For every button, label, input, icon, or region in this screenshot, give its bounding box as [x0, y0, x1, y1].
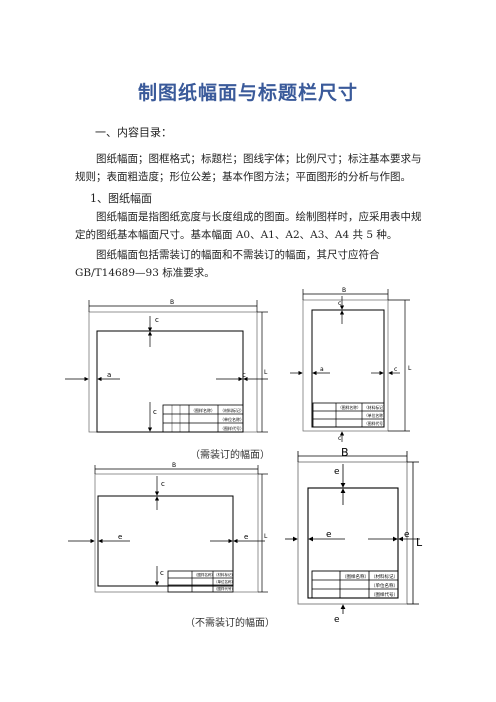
dim-a-label: a [107, 371, 111, 379]
binding-paragraph: 图纸幅面包括需装订的幅面和不需装订的幅面，其尺寸应符合 GB/T14689—93… [75, 249, 380, 279]
page-title: 制图纸幅面与标题栏尺寸 [137, 82, 358, 104]
caption-unbound: （不需装订的幅面） [185, 618, 275, 629]
title-block-text: （图样名称） [342, 573, 369, 580]
dim-e-label: e [334, 467, 340, 477]
dim-b-label: B [342, 287, 346, 294]
title-block-text: （材料标记） [364, 405, 387, 410]
dim-a-label: a [320, 366, 324, 373]
dim-c-label: c [338, 300, 341, 307]
figure-bound-landscape [65, 300, 268, 433]
section-heading: 一、内容目录： [95, 126, 172, 139]
figure-bound-portrait [290, 289, 410, 442]
dim-l-label: L [408, 365, 412, 372]
dim-l-label: L [264, 369, 268, 376]
caption-bound: （需装订的幅面） [190, 450, 270, 461]
title-block-text: （图样名称） [194, 572, 215, 577]
dim-c-label: c [160, 569, 164, 577]
dim-c-label: c [155, 316, 159, 324]
subsection-heading: 1、图纸幅面 [90, 192, 152, 205]
dim-c-label: c [242, 371, 246, 379]
dim-e-label: e [326, 530, 332, 540]
dim-l-label: L [416, 536, 423, 549]
dim-e-label: e [118, 533, 122, 541]
title-block-text: （图样代号） [220, 425, 244, 431]
title-block-text: （图样代号） [371, 591, 398, 598]
dim-l-label: L [264, 533, 268, 540]
sizes-paragraph: 图纸幅面是指图纸宽度与长度组成的图面。绘制图样时，应采用表中规定的图纸基本幅面尺… [75, 211, 422, 241]
title-block-text: （图样名称） [191, 407, 215, 413]
title-block-text: （图样代号） [364, 421, 387, 426]
title-block-text: （单位名称） [220, 416, 244, 422]
dim-e-label: e [404, 530, 410, 540]
dim-e-label: e [334, 615, 340, 625]
title-block-text: （图样名称） [338, 405, 361, 410]
figure-unbound-portrait [285, 451, 420, 614]
title-block-text: （材料标记） [214, 572, 235, 577]
dim-c-label: c [338, 435, 341, 442]
title-block-text: （材料标记） [371, 573, 398, 580]
title-block-text: （单位名称） [214, 579, 235, 584]
contents-paragraph: 图纸幅面；图框格式；标题栏；图线字体；比例尺寸；标注基本要求与规则；表面粗造度；… [75, 153, 422, 183]
title-block-text: （图样代号） [214, 586, 235, 591]
title-block-text: （单位名称） [371, 582, 398, 589]
dim-c-label: c [153, 408, 157, 416]
figure-unbound-landscape [68, 465, 268, 593]
dim-b-label: B [170, 299, 174, 306]
dim-b-label: B [341, 446, 349, 459]
dim-c-label: c [394, 366, 397, 373]
title-block-text: （材料标记） [220, 407, 244, 413]
dim-e-label: e [244, 533, 248, 541]
title-block-text: （单位名称） [364, 413, 387, 418]
dim-b-label: B [172, 462, 176, 469]
dim-c-label: c [161, 480, 165, 488]
